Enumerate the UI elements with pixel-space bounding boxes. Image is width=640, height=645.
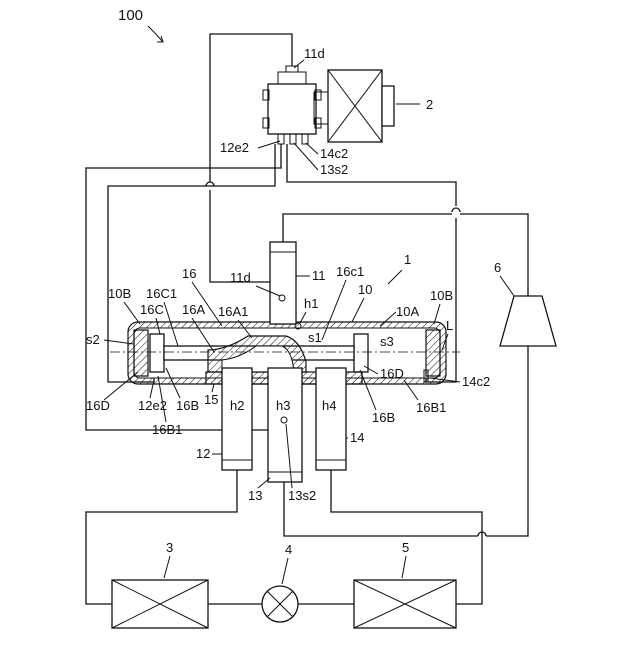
label-h3: h3 [276,398,290,413]
leader-15 [212,384,214,392]
label-2: 2 [426,97,433,112]
label-10: 10 [358,282,372,297]
heat-exchanger-3 [112,580,208,628]
label-11: 11 [312,268,326,283]
label-13s2-top: 13s2 [320,162,348,177]
label-16c1: 16c1 [336,264,364,279]
leader-6 [500,276,514,296]
figure-label-group: 100 [118,7,163,42]
label-3: 3 [166,540,173,555]
label-10B-left: 10B [108,286,131,301]
label-4: 4 [285,542,292,557]
leader-10 [352,298,364,322]
leader-10B-right [434,304,440,324]
leader-12e2-top [258,141,280,148]
tube-14c2-crossover [452,208,460,212]
piston-left [150,334,164,372]
pilot-valve-body [268,84,316,134]
leader-10B-left [124,302,140,324]
label-16D-right: 16D [380,366,404,381]
leader-13 [258,478,270,488]
figure-label: 100 [118,7,143,24]
label-16A: 16A [182,302,205,317]
label-16B-right: 16B [372,410,395,425]
pilot-valve-cap [278,72,306,84]
label-L: L [446,318,453,333]
label-10A: 10A [396,304,419,319]
piston-right [354,334,368,372]
leader-h1 [300,312,306,323]
label-12: 12 [196,446,210,461]
label-1: 1 [404,252,411,267]
label-14c2-top: 14c2 [320,146,348,161]
label-16B1-right: 16B1 [416,400,446,415]
leader-13s2-top [294,143,318,170]
pilot-valve-port-b [290,134,296,144]
leader-16D-left [104,372,138,400]
leader-11d-top [294,60,304,68]
label-16B1-left: 16B1 [152,422,182,437]
pipe-13 [268,368,302,482]
label-13s2: 13s2 [288,488,316,503]
pilot-valve-port-a [278,134,284,144]
label-10B-right: 10B [430,288,453,303]
end-cap-right [426,330,440,376]
label-16A1: 16A1 [218,304,248,319]
figure-label-leader [148,26,163,42]
pilot-valve-port-top [286,66,298,72]
label-s1: s1 [308,330,322,345]
label-16C1: 16C1 [146,286,177,301]
label-16C: 16C [140,302,164,317]
compressor-body [500,296,556,346]
label-13: 13 [248,488,262,503]
pilot-valve: 11d 2 12e2 14c2 13s2 [220,46,433,177]
leader-3 [164,556,170,578]
label-11d: 11d [230,270,251,285]
compressor-6 [500,296,556,346]
label-16: 16 [182,266,196,281]
pipe-12 [222,368,252,470]
leader-14c2-top [306,143,318,154]
leader-1 [388,270,402,284]
label-14: 14 [350,430,364,445]
end-cap-left [134,330,148,376]
pipe-11 [270,242,296,324]
label-5: 5 [402,540,409,555]
label-h2: h2 [230,398,244,413]
label-6: 6 [494,260,501,275]
label-16D-left: 16D [86,398,110,413]
solenoid-end-cap [382,86,394,126]
label-15: 15 [204,392,218,407]
label-11d-top: 11d [304,46,325,61]
leader-5 [402,556,406,578]
expansion-valve-4 [262,586,298,622]
leader-4 [282,558,288,584]
label-16B-left: 16B [176,398,199,413]
label-14c2: 14c2 [462,374,490,389]
heat-exchanger-5 [354,580,456,628]
label-s2: s2 [86,332,100,347]
label-s3: s3 [380,334,394,349]
label-h1: h1 [304,296,318,311]
pilot-valve-port-c [302,134,308,144]
pipe-14 [316,368,346,470]
label-12e2-top: 12e2 [220,140,249,155]
label-h4: h4 [322,398,336,413]
